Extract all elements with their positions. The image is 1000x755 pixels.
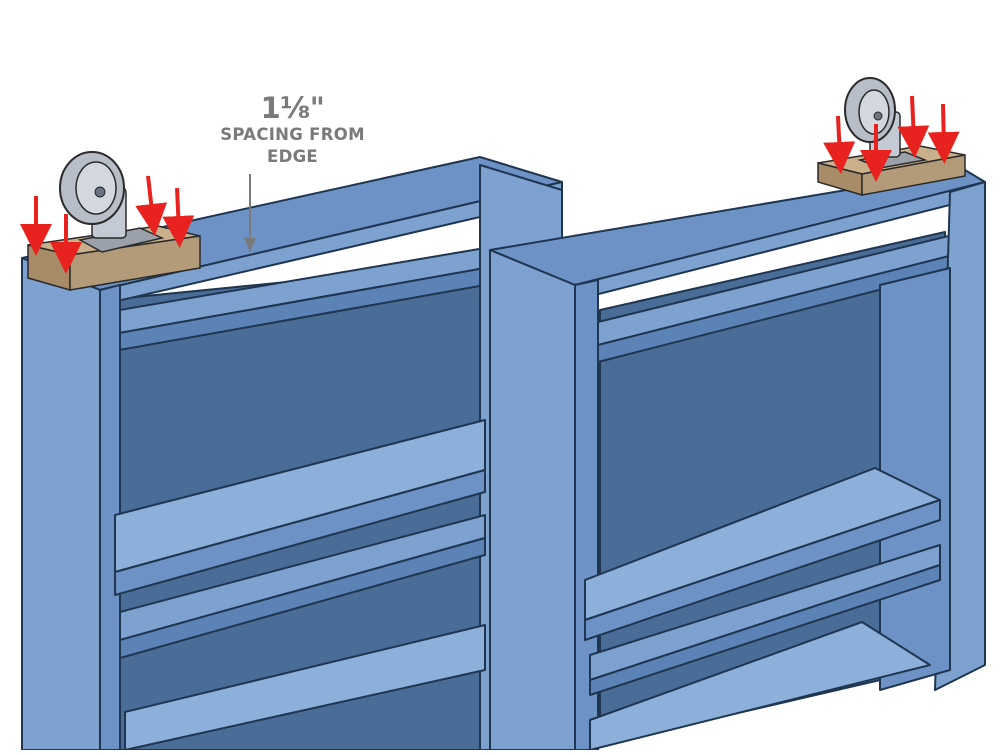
right-cabinet [489,169,986,751]
left-caster [20,151,201,291]
right-caster [817,77,966,197]
caster-wheel-icon [844,77,901,158]
caster-wheel-icon [59,151,127,239]
right-cabinet-front-edge [489,249,576,751]
down-arrow-icon [20,175,195,274]
right-shelf-2 [589,621,931,751]
left-cabinet-front-edge [21,257,101,751]
spacing-dimension: 1⅛" [260,91,325,125]
leader-arrow-icon [244,174,256,252]
down-arrow-icon [823,95,960,182]
spacing-label-line2: EDGE [267,147,318,166]
spacing-label-line1: SPACING FROM [220,125,365,144]
spacing-callout: 1⅛" SPACING FROM EDGE [195,92,390,168]
left-shelf-2 [124,624,486,751]
